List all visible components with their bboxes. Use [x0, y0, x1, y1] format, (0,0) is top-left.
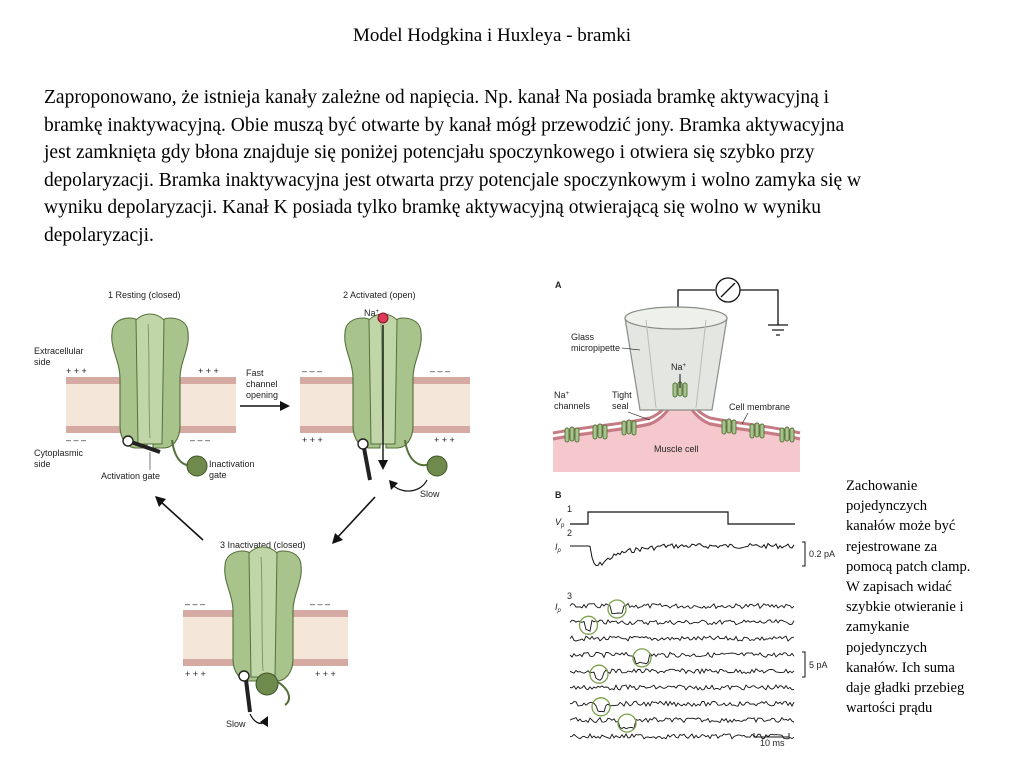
scale-large-label: 5 pA — [809, 660, 828, 670]
scale-small-label: 0.2 pA — [809, 549, 835, 559]
state-activated-label: 2 Activated (open) — [343, 290, 416, 300]
tight-seal-label: seal — [612, 401, 629, 411]
inactivation-gate-label: gate — [209, 470, 227, 480]
activation-gate-label: Activation gate — [101, 471, 160, 481]
trace-3-label: 3 — [567, 591, 572, 601]
single-channel-trace — [569, 733, 795, 740]
na-ion-label: Na+ — [364, 308, 380, 318]
inactivation-gate-ball — [255, 672, 279, 696]
single-channel-trace — [569, 635, 794, 642]
caption-line: Zachowanie — [846, 478, 918, 494]
extracellular-label: side — [34, 357, 51, 367]
caption-line: kanałów. Ich suma — [846, 659, 955, 676]
ip-label: Ip — [555, 602, 562, 614]
panel-b-label: B — [555, 490, 562, 500]
voltage-step-trace — [570, 511, 795, 525]
channel-opening-marker — [589, 664, 609, 684]
channel-opening-marker — [591, 697, 611, 717]
cytoplasmic-label: Cytoplasmic — [34, 448, 84, 458]
caption-line: pojedynczych — [846, 639, 928, 656]
paragraph-line: depolaryzacji. Bramka inaktywacyjna jest… — [44, 169, 862, 191]
caption-text: Zachowanie pojedynczych kanałów może być… — [846, 476, 1016, 718]
ip-label: Ip — [555, 542, 562, 554]
inactivation-gate-label: Inactivation — [209, 459, 255, 469]
tight-seal-label: Tight — [612, 390, 632, 400]
caption-line: kanałów może być — [846, 518, 956, 535]
fast-opening-label: Fast — [246, 368, 264, 378]
fast-opening-label: opening — [246, 390, 278, 400]
inactivation-gate-ball — [426, 455, 448, 477]
single-channel-trace — [569, 619, 795, 632]
charge-plus: + + + — [434, 435, 455, 445]
slow-label: Slow — [420, 489, 440, 499]
state-inactivated-label: 3 Inactivated (closed) — [220, 540, 306, 550]
single-channel-trace — [569, 651, 795, 665]
charge-minus: – – – — [66, 435, 86, 445]
charge-plus: + + + — [198, 366, 219, 376]
single-channel-trace — [569, 668, 795, 681]
slide-title: Model Hodgkina i Huxleya - bramki — [352, 25, 632, 46]
muscle-cell — [553, 392, 800, 472]
single-channel-trace — [569, 684, 795, 691]
charge-minus: – – – — [310, 599, 330, 609]
na-ion — [377, 312, 389, 324]
charge-plus: + + + — [315, 669, 336, 679]
charge-plus: + + + — [302, 435, 323, 445]
channel-opening-marker — [578, 615, 599, 635]
paragraph-line: bramkę inaktywacyjną. Obie muszą być otw… — [44, 114, 845, 136]
state-resting-label: 1 Resting (closed) — [108, 290, 181, 300]
single-channel-trace — [569, 602, 795, 615]
charge-plus: + + + — [185, 669, 206, 679]
paragraph-line: jest zamknięta gdy błona znajduje się po… — [44, 142, 815, 163]
single-channel-trace — [569, 700, 795, 713]
caption-line: pojedynczych — [846, 498, 928, 515]
panel-a-label: A — [555, 280, 562, 290]
glass-label: Glass — [571, 332, 595, 342]
muscle-cell-label: Muscle cell — [654, 444, 699, 454]
na-channels-label: Na+ — [554, 390, 570, 400]
scale-time-label: 10 ms — [760, 738, 785, 748]
charge-minus: – – – — [190, 435, 210, 445]
extracellular-label: Extracellular — [34, 346, 84, 356]
vp-label: Vp — [555, 517, 565, 529]
slow-label: Slow — [226, 719, 246, 729]
caption-line: szybkie otwieranie i — [846, 599, 964, 616]
channel-opening-marker — [617, 713, 637, 733]
average-current-trace — [570, 542, 795, 567]
cell-membrane-label: Cell membrane — [729, 402, 790, 412]
cytoplasmic-label: side — [34, 459, 51, 469]
single-channel-trace — [569, 716, 795, 730]
intro-paragraph: Zaproponowano, że istnieja kanały zależn… — [44, 84, 994, 249]
charge-plus: + + + — [66, 366, 87, 376]
single-channel-traces — [569, 599, 795, 740]
trace-2-label: 2 — [567, 528, 572, 538]
caption-line: W zapisach widać — [846, 579, 952, 596]
paragraph-line: Zaproponowano, że istnieja kanały zależn… — [44, 87, 830, 108]
charge-minus: – – – — [302, 366, 322, 376]
paragraph-line: depolaryzacji. — [44, 224, 154, 246]
charge-minus: – – – — [430, 366, 450, 376]
paragraph-line: wyniku depolaryzacji. Kanał K posiada ty… — [44, 197, 822, 218]
caption-line: rejestrowane za — [846, 538, 938, 555]
channel-opening-marker — [632, 648, 652, 668]
inactivation-gate — [171, 439, 208, 477]
caption-line: pomocą patch clamp. — [846, 558, 971, 575]
caption-line: zamykanie — [846, 619, 910, 636]
charge-minus: – – – — [185, 599, 205, 609]
fast-opening-label: channel — [246, 379, 278, 389]
channel-opening-marker — [607, 599, 627, 619]
na-channels-label: channels — [554, 401, 591, 411]
glass-label: micropipette — [571, 343, 620, 353]
caption-line: wartości prądu — [846, 700, 933, 717]
activation-gate — [122, 435, 161, 454]
caption-line: daje gładki przebieg — [846, 680, 965, 697]
trace-1-label: 1 — [567, 504, 572, 514]
na-label: Na+ — [671, 362, 687, 372]
